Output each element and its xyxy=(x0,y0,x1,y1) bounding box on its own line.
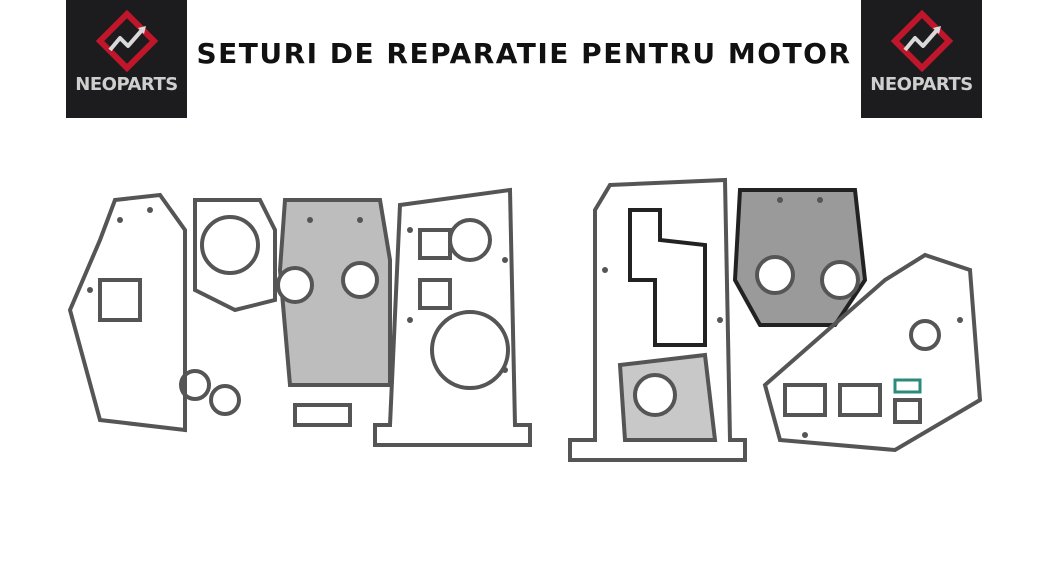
page-title: SETURI DE REPARATIE PENTRU MOTOR xyxy=(196,37,852,70)
brand-logo-left: NEOPARTS xyxy=(66,0,187,118)
brand-name: NEOPARTS xyxy=(870,74,973,95)
gasket-set-image xyxy=(568,177,983,462)
neoparts-logo-icon xyxy=(96,10,158,72)
brand-logo-right: NEOPARTS xyxy=(861,0,982,118)
brand-name: NEOPARTS xyxy=(75,74,178,95)
gasket-set-image xyxy=(67,187,532,447)
neoparts-logo-icon xyxy=(891,10,953,72)
